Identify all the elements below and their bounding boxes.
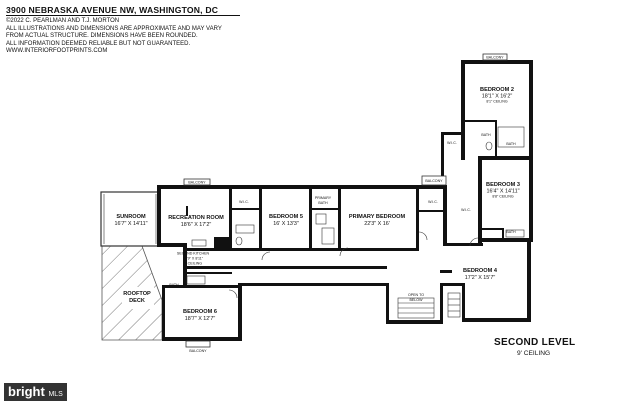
second-kitchen-ceiling: 8' CEILING <box>184 262 202 266</box>
disclaimer-line-2: FROM ACTUAL STRUCTURE. DIMENSIONS HAVE B… <box>6 33 198 40</box>
rooftop-sub: DECK <box>129 298 145 304</box>
balcony-label-top-left: BALCONY <box>188 181 206 185</box>
recreation-room-dims: 18'6" X 17'2" <box>181 222 212 228</box>
disclaimer-line-3: ALL INFORMATION DEEMED RELIABLE BUT NOT … <box>6 40 191 47</box>
website-note: WWW.INTERIORFOOTPRINTS.COM <box>6 48 108 55</box>
bedroom-5-name: BEDROOM 5 <box>269 214 303 220</box>
bedroom-4-dims: 17'2" X 15'7" <box>465 275 496 281</box>
bedroom-6-dims: 18'7" X 12'7" <box>185 316 216 322</box>
balconies <box>183 53 508 348</box>
header-rule <box>6 15 240 16</box>
second-kitchen-dims: 17'9" X 8'11" <box>183 257 204 261</box>
watermark-text: bright <box>8 384 45 399</box>
bedroom-3-ceiling: 8'8" CEILING <box>492 195 514 199</box>
fixtures <box>186 126 525 319</box>
open-to-below-line1: OPEN TO <box>408 293 424 297</box>
primary-bedroom-name: PRIMARY BEDROOM <box>349 214 406 220</box>
recreation-room-name: RECREATION ROOM <box>168 215 224 221</box>
primary-bedroom-dims: 22'3" X 16' <box>364 221 390 227</box>
rooftop-name: ROOFTOP <box>123 291 151 297</box>
balcony-label-bottom: BALCONY <box>189 349 207 353</box>
bedroom-2-ceiling: 8'1" CEILING <box>486 100 508 104</box>
balcony-label-top-right: BALCONY <box>486 56 504 60</box>
wic-label-3: W.I.C. <box>447 141 457 145</box>
sunroom-name: SUNROOM <box>116 214 146 220</box>
disclaimer-line-1: ALL ILLUSTRATIONS AND DIMENSIONS ARE APP… <box>6 25 222 32</box>
level-title: SECOND LEVEL <box>494 337 576 348</box>
wic-label-1: W.I.C. <box>239 200 249 204</box>
bath-label-1: BATH <box>481 133 491 137</box>
wic-label-4: W.I.C. <box>461 208 471 212</box>
bedroom-4-name: BEDROOM 4 <box>463 268 498 274</box>
balcony-label-center: BALCONY <box>425 179 443 183</box>
exterior-walls <box>157 60 533 341</box>
bedroom-5-dims: 16' X 13'3" <box>273 221 299 227</box>
interior-walls <box>186 120 504 274</box>
open-to-below-line2: BELOW <box>410 298 424 302</box>
sunroom-dims: 16'7" X 14'11" <box>114 221 147 227</box>
bedroom-3-name: BEDROOM 3 <box>486 182 520 188</box>
second-kitchen-name: SECOND KITCHEN <box>177 252 210 256</box>
wic-label-2: W.I.C. <box>428 200 438 204</box>
bedroom-2-dims: 18'1" X 16'2" <box>482 94 513 100</box>
primary-bath-label-line2: BATH <box>318 201 328 205</box>
primary-bath-label-line1: PRIMARY <box>315 196 332 200</box>
bath-label-3: BATH <box>506 230 516 234</box>
rooftop-label-bg <box>122 287 154 309</box>
bedroom-2-name: BEDROOM 2 <box>480 87 514 93</box>
bath-label-4: BATH <box>169 283 179 287</box>
level-ceiling: 9' CEILING <box>517 350 551 357</box>
watermark-logo: bright MLS <box>4 383 67 401</box>
watermark-suffix: MLS <box>48 391 63 398</box>
bedroom-6-name: BEDROOM 6 <box>183 309 217 315</box>
bath-label-2: BATH <box>506 142 516 146</box>
property-address: 3900 NEBRASKA AVENUE NW, WASHINGTON, DC <box>6 5 219 15</box>
copyright-note: ©2022 C. PEARLMAN AND T.J. MORTON <box>6 18 120 24</box>
bedroom-3-dims: 16'4" X 14'11" <box>486 189 519 195</box>
